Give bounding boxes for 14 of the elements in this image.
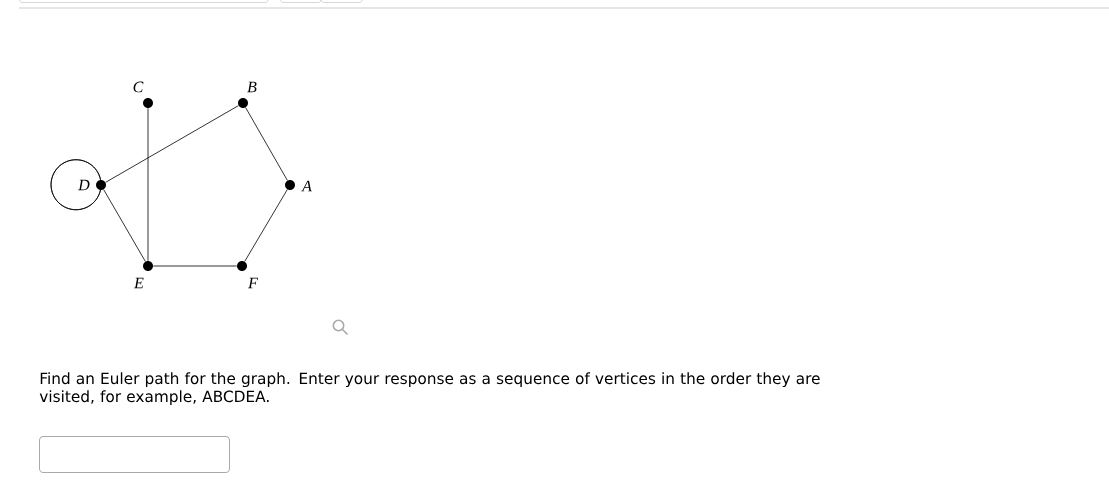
vertex-label: E: [133, 277, 144, 289]
loop-edge: [50, 159, 102, 211]
question-text: Find an Euler path for the graph. Enter your response as a sequence of vertices in the order they are visited, for example, ABCDEA.: [39, 372, 820, 406]
graph-edge: [103, 189, 146, 262]
vertex-label: C: [133, 81, 144, 93]
vertex-label: F: [248, 277, 259, 289]
vertex-label: B: [247, 81, 257, 93]
graph-edge: [244, 189, 288, 262]
vertex-label: A: [301, 180, 312, 192]
graph-edge: [147, 107, 149, 262]
graph-edge: [152, 265, 238, 267]
vertex-label: D: [78, 179, 90, 191]
graph-edge: [245, 107, 288, 181]
graph-edge: [105, 105, 239, 183]
